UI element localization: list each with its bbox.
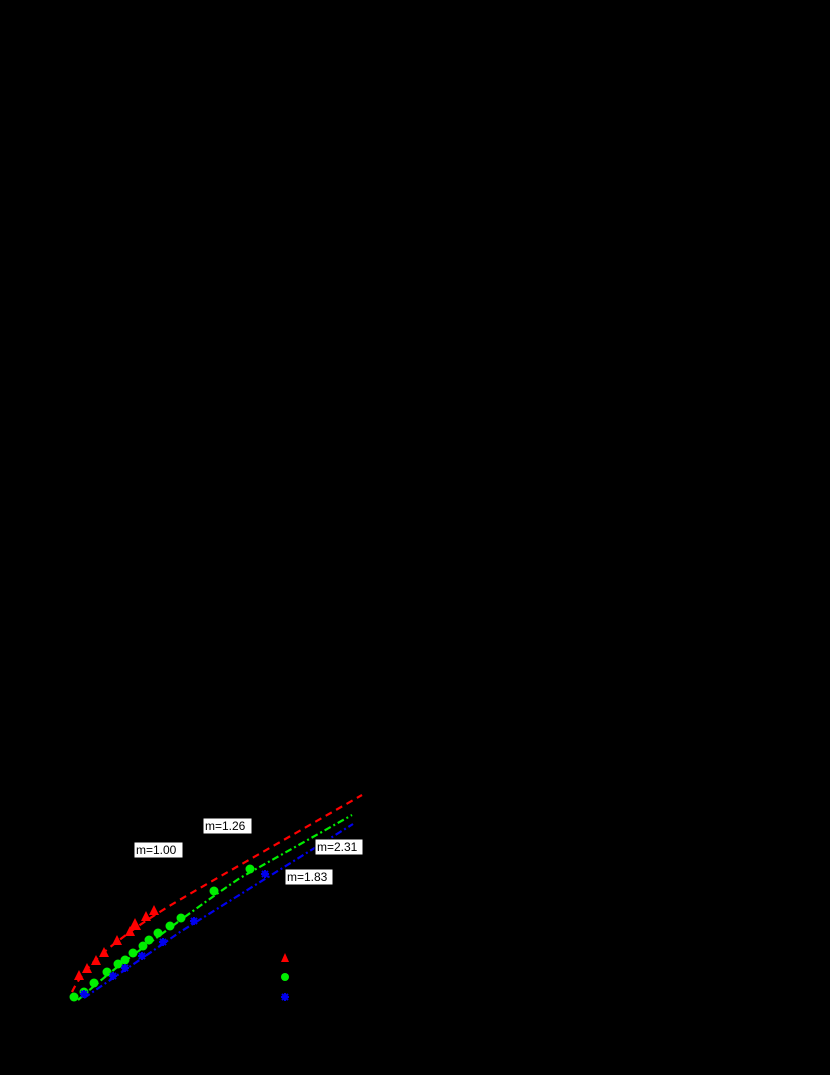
data-point <box>144 935 154 945</box>
data-point <box>261 870 269 878</box>
data-point <box>120 955 130 965</box>
data-point <box>190 917 198 925</box>
data-point <box>109 972 117 980</box>
data-point <box>138 952 146 960</box>
data-point <box>176 913 186 923</box>
data-point <box>153 928 163 938</box>
data-point <box>125 926 135 936</box>
series-blue-asterisks <box>80 870 269 998</box>
legend <box>281 953 289 1001</box>
data-point <box>128 948 138 958</box>
legend-circle-icon <box>281 973 289 981</box>
data-point <box>99 947 109 957</box>
data-point <box>102 967 112 977</box>
svg-text:m=1.83: m=1.83 <box>287 870 328 884</box>
legend-asterisk-icon <box>281 993 289 1001</box>
blue-fit-line <box>83 823 354 999</box>
svg-text:m=1.00: m=1.00 <box>136 843 177 857</box>
slope-annotation-m231: m=2.31 <box>314 838 364 856</box>
data-point <box>209 886 219 896</box>
slope-annotation-m126: m=1.26 <box>202 817 253 835</box>
series-red-triangles <box>74 905 159 980</box>
data-point <box>91 955 101 965</box>
data-point <box>89 978 99 988</box>
svg-text:m=2.31: m=2.31 <box>317 840 358 854</box>
data-point <box>69 992 79 1002</box>
data-point <box>149 905 159 915</box>
data-point <box>165 921 175 931</box>
svg-text:m=1.26: m=1.26 <box>205 819 246 833</box>
data-point <box>141 911 151 921</box>
slope-annotation-m183: m=1.83 <box>284 868 334 886</box>
data-point <box>80 990 88 998</box>
data-point <box>138 941 148 951</box>
data-point <box>74 970 84 980</box>
slope-annotation-m100: m=1.00 <box>133 841 184 859</box>
data-point <box>113 959 123 969</box>
legend-triangle-icon <box>281 953 289 962</box>
data-point <box>245 864 255 874</box>
data-point <box>112 935 122 945</box>
data-point <box>159 938 167 946</box>
data-point <box>82 963 92 973</box>
series-green-circles <box>69 864 255 1002</box>
data-point <box>129 918 141 930</box>
data-point <box>121 964 129 972</box>
